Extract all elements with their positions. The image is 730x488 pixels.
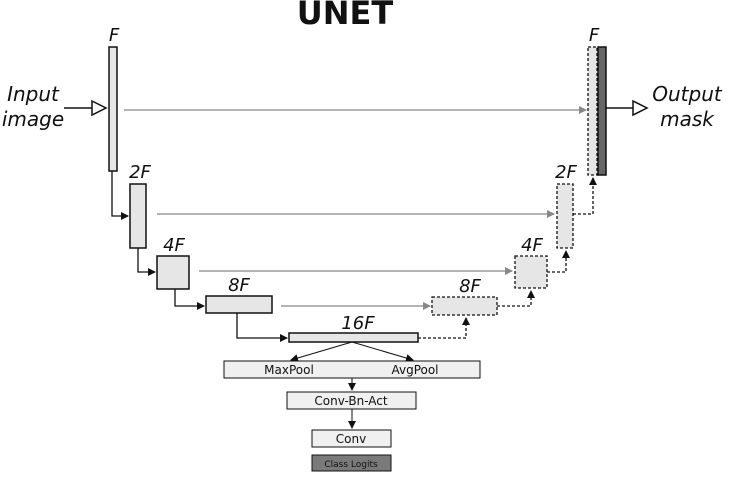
down-arrow-4 — [236, 313, 288, 342]
down-arrow-2 — [137, 248, 156, 276]
class-logits-box — [311, 454, 392, 472]
input-label-line2: image — [2, 107, 64, 131]
up-arrow-1 — [418, 317, 470, 339]
decoder-block-F — [587, 46, 598, 176]
conv-label: Conv — [336, 432, 366, 446]
conv-box — [311, 429, 392, 448]
input-arrow — [64, 99, 108, 117]
head-arrow-avgpool — [351, 341, 414, 362]
maxpool-label: MaxPool — [264, 363, 314, 377]
diagram-title: UNET — [297, 0, 394, 32]
decoder-label-F: F — [589, 25, 600, 46]
encoder-block-1 — [108, 46, 118, 172]
up-arrow-2 — [497, 290, 535, 307]
up-arrow-3 — [547, 250, 570, 273]
encoder-block-3 — [156, 255, 190, 290]
encoder-label-F: F — [109, 25, 120, 46]
decoder-block-2F — [556, 183, 574, 249]
avgpool-label: AvgPool — [391, 363, 438, 377]
encoder-label-4F: 4F — [163, 235, 185, 256]
output-arrow — [606, 99, 649, 117]
encoder-label-2F: 2F — [129, 162, 151, 183]
bottleneck-block — [288, 332, 419, 343]
decoder-label-8F: 8F — [459, 276, 481, 297]
head-arrow-maxpool — [290, 341, 353, 362]
decoder-block-8F — [431, 296, 498, 316]
output-block — [597, 46, 607, 176]
encoder-block-2 — [129, 183, 147, 249]
decoder-block-4F — [514, 255, 548, 289]
up-arrow-4 — [573, 177, 597, 215]
pool-box — [223, 360, 481, 379]
decoder-label-4F: 4F — [521, 235, 543, 256]
output-label-line1: Output — [652, 82, 723, 106]
down-arrow-1 — [111, 171, 129, 220]
conv-bn-act-label: Conv-Bn-Act — [314, 394, 388, 408]
down-arrow-3 — [174, 289, 205, 310]
decoder-label-2F: 2F — [555, 162, 577, 183]
class-logits-label: Class Logits — [324, 460, 378, 470]
bottleneck-label-16F: 16F — [341, 313, 375, 334]
output-label-line2: mask — [660, 107, 715, 131]
input-label-line1: Input — [7, 82, 60, 106]
encoder-label-8F: 8F — [228, 275, 250, 296]
encoder-block-4 — [205, 295, 273, 314]
